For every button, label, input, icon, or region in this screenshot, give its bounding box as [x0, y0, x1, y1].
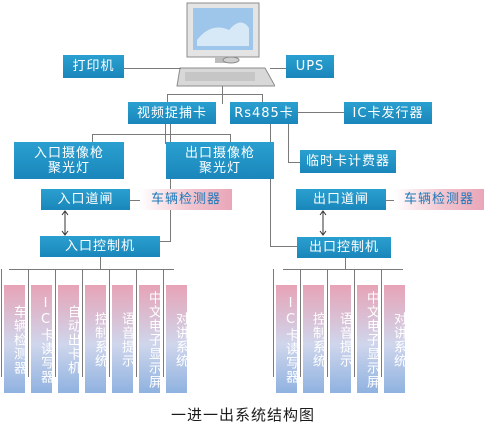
exit-module-0: IC卡读写器: [276, 285, 298, 393]
connector-line: [327, 269, 328, 377]
printer-node: 打印机: [63, 55, 124, 78]
entry-module-1: IC卡读写器: [31, 285, 53, 393]
connector-line: [167, 94, 263, 95]
connector-line: [124, 68, 181, 69]
connector-line: [1, 269, 2, 377]
diagram-caption: 一进一出系统结构图: [170, 406, 315, 424]
connector-line: [386, 200, 394, 201]
ups-node: UPS: [286, 55, 334, 78]
temp-meter-node: 临时卡计费器: [300, 150, 396, 173]
connector-line: [262, 94, 263, 104]
capture-card-node: 视频捉捕卡: [128, 102, 216, 124]
double-arrow-icon: [319, 210, 327, 236]
ic-issuer-node: IC卡发行器: [344, 102, 432, 124]
connector-line: [300, 269, 301, 377]
entry-module-2: 自动出卡机: [58, 285, 80, 393]
connector-line: [167, 94, 168, 104]
exit-module-2: 语音提示: [330, 285, 352, 393]
exit-controller-node: 出口控制机: [297, 237, 391, 258]
entry-camera-node: 入口摄像枪 聚光灯: [14, 142, 124, 179]
connector-line: [288, 162, 300, 163]
connector-line: [109, 269, 110, 377]
computer-icon: [176, 2, 275, 87]
connector-line: [28, 269, 29, 377]
connector-line: [273, 269, 274, 377]
entry-gate-node: 入口道闸: [41, 189, 130, 210]
exit-module-3: 中文电子显示屏: [357, 285, 379, 393]
entry-module-0: 车辆检测器: [4, 285, 26, 393]
exit-module-4: 对讲系统: [384, 285, 406, 393]
connector-line: [9, 269, 174, 270]
exit-module-1: 控制系统: [303, 285, 325, 393]
connector-line: [270, 124, 271, 246]
connector-line: [92, 134, 93, 144]
entry-detector-node: 车辆检测器: [140, 189, 232, 210]
connector-line: [170, 124, 171, 241]
connector-line: [288, 124, 289, 162]
connector-line: [163, 269, 164, 377]
connector-line: [92, 134, 230, 135]
connector-line: [354, 269, 355, 377]
entry-module-6: 对讲系统: [166, 285, 188, 393]
entry-module-3: 控制系统: [85, 285, 107, 393]
connector-line: [230, 134, 231, 144]
exit-camera-node: 出口摄像枪 聚光灯: [166, 142, 274, 179]
connector-line: [270, 246, 297, 247]
connector-line: [160, 241, 171, 242]
connector-line: [130, 200, 140, 201]
connector-line: [345, 257, 346, 269]
rs485-node: Rs485卡: [230, 102, 298, 124]
double-arrow-icon: [61, 210, 69, 236]
connector-line: [381, 269, 382, 377]
exit-gate-node: 出口道闸: [296, 189, 386, 210]
connector-line: [82, 269, 83, 377]
entry-controller-node: 入口控制机: [40, 236, 160, 257]
connector-line: [55, 269, 56, 377]
connector-line: [222, 86, 223, 104]
connector-line: [136, 269, 137, 377]
connector-line: [270, 68, 286, 69]
connector-line: [100, 256, 101, 269]
entry-module-5: 中文电子显示屏: [139, 285, 161, 393]
entry-module-4: 语音提示: [112, 285, 134, 393]
exit-detector-node: 车辆检测器: [394, 189, 484, 210]
connector-line: [298, 112, 344, 113]
connector-line: [283, 269, 403, 270]
